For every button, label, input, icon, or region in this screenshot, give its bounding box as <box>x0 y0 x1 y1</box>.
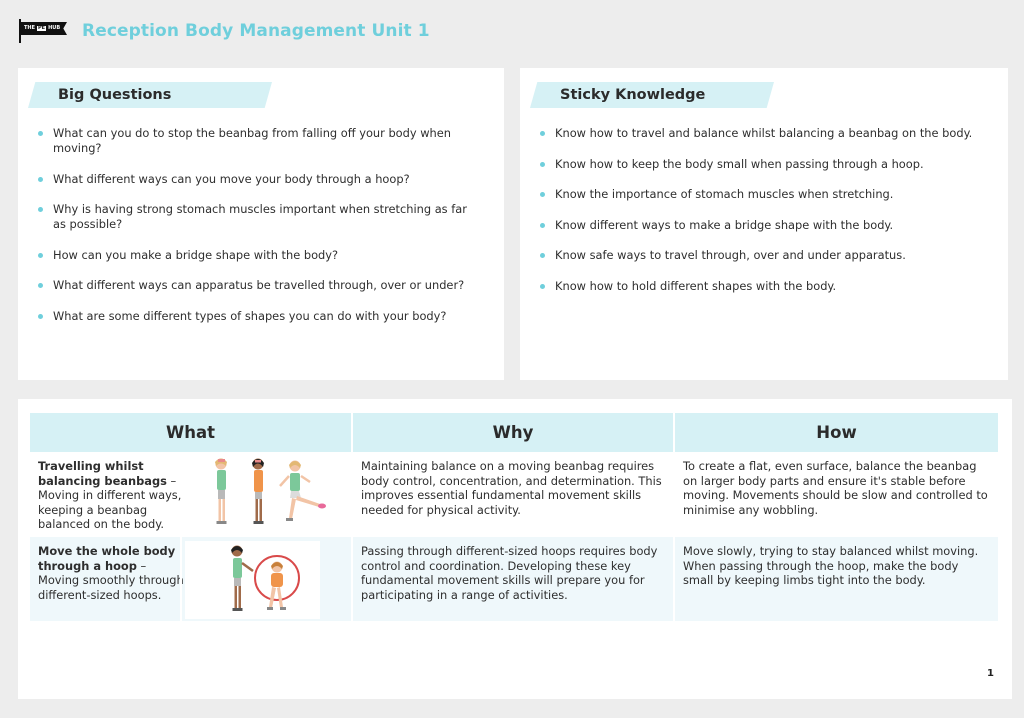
page-number: 1 <box>987 668 994 679</box>
sticky-knowledge-panel: Sticky Knowledge Know how to travel and … <box>520 68 1008 380</box>
list-item: Know how to keep the body small when pas… <box>538 157 978 172</box>
what-description: Moving smoothly through different-sized … <box>38 573 184 602</box>
how-cell: Move slowly, trying to stay balanced whi… <box>674 537 998 621</box>
what-cell: Move the whole body through a hoop – Mov… <box>30 537 353 621</box>
header-how: How <box>674 413 998 452</box>
what-description: Moving in different ways, keeping a bean… <box>38 488 182 531</box>
list-item: What different ways can apparatus be tra… <box>36 278 474 293</box>
page-title: Reception Body Management Unit 1 <box>82 21 430 41</box>
list-item: Why is having strong stomach muscles imp… <box>36 202 474 232</box>
what-cell: Travelling whilst balancing beanbags – M… <box>30 452 353 537</box>
list-item: What can you do to stop the beanbag from… <box>36 126 474 156</box>
sticky-knowledge-list: Know how to travel and balance whilst ba… <box>538 126 978 309</box>
children-with-hoop-icon <box>185 541 320 619</box>
logo-text-hub: HUB <box>48 25 61 31</box>
big-questions-list: What can you do to stop the beanbag from… <box>36 126 474 339</box>
pe-hub-logo-icon: THE PE HUB <box>18 19 68 43</box>
list-item: What different ways can you move your bo… <box>36 172 474 187</box>
logo-text-pe: PE <box>37 25 47 31</box>
what-why-how-table: What Why How Travelling whilst balancing… <box>30 413 998 621</box>
why-cell: Maintaining balance on a moving beanbag … <box>352 452 675 537</box>
header-why: Why <box>352 413 675 452</box>
big-questions-panel: Big Questions What can you do to stop th… <box>18 68 504 380</box>
list-item: Know safe ways to travel through, over a… <box>538 248 978 263</box>
what-title: Travelling whilst balancing beanbags <box>38 459 167 488</box>
children-balancing-beanbags-icon <box>215 458 326 524</box>
sticky-knowledge-heading: Sticky Knowledge <box>530 82 774 108</box>
list-item: Know how to travel and balance whilst ba… <box>538 126 978 141</box>
header-what: What <box>30 413 353 452</box>
what-title: Move the whole body through a hoop <box>38 544 176 573</box>
page-header: THE PE HUB Reception Body Management Uni… <box>18 18 430 44</box>
list-item: Know the importance of stomach muscles w… <box>538 187 978 202</box>
list-item: Know how to hold different shapes with t… <box>538 279 978 294</box>
why-cell: Passing through different-sized hoops re… <box>352 537 675 621</box>
list-item: Know different ways to make a bridge sha… <box>538 218 978 233</box>
big-questions-heading: Big Questions <box>28 82 272 108</box>
table-row: Move the whole body through a hoop – Mov… <box>30 537 998 621</box>
logo-text-the: THE <box>24 25 36 31</box>
what-why-how-panel: What Why How Travelling whilst balancing… <box>18 399 1012 699</box>
table-row: Travelling whilst balancing beanbags – M… <box>30 452 998 537</box>
how-cell: To create a flat, even surface, balance … <box>674 452 998 537</box>
list-item: What are some different types of shapes … <box>36 309 474 324</box>
list-item: How can you make a bridge shape with the… <box>36 248 474 263</box>
